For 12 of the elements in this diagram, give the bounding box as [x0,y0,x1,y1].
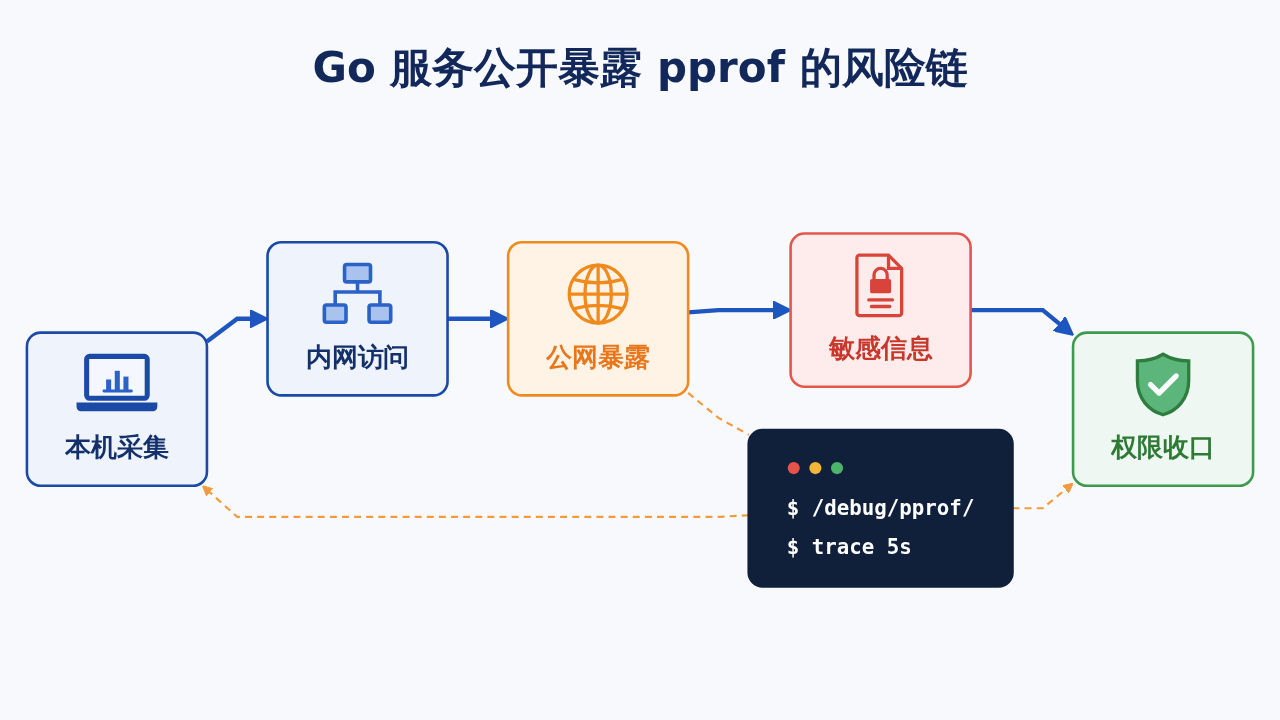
arrow [447,308,509,329]
arrow [1012,482,1074,510]
node-box: 敏感信息 [789,232,972,389]
node-box: 本机采集 [25,331,209,488]
arrow [970,307,1074,336]
arrow [202,485,749,518]
node-box: 公网暴露 [506,240,690,397]
connector [687,392,750,436]
node-box: $ /debug/pprof/ $ trace 5s [747,428,1014,588]
node-box: 内网访问 [266,240,449,397]
node-box: 权限收口 [1071,331,1255,488]
diagram-title: Go 服务公开暴露 pprof 的风险链 [311,42,969,94]
